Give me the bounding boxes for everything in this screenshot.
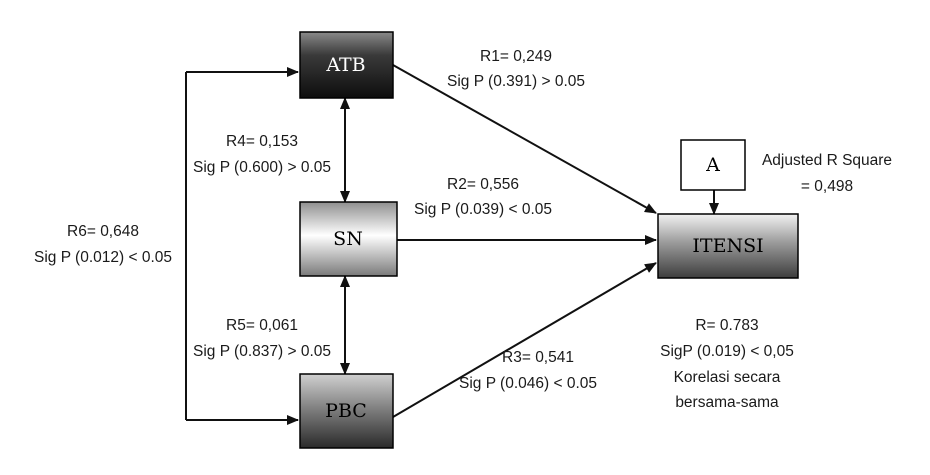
adjusted-r-square-value: = 0,498	[801, 178, 853, 195]
overall-note-line2: bersama-sama	[675, 394, 779, 411]
r6-sig-label: Sig P (0.012) < 0.05	[34, 249, 172, 266]
r5-coef-label: R5= 0,061	[226, 317, 298, 334]
node-a-label: A	[705, 154, 720, 176]
overall-sig-label: SigP (0.019) < 0,05	[660, 343, 794, 360]
r3-coef-label: R3= 0,541	[502, 349, 574, 366]
node-pbc: PBC	[299, 373, 394, 449]
adjusted-r-square-label: Adjusted R Square	[762, 152, 892, 169]
r5-sig-label: Sig P (0.837) > 0.05	[193, 343, 331, 360]
r4-coef-label: R4= 0,153	[226, 133, 298, 150]
node-atb-label: ATB	[325, 54, 365, 76]
r6-coef-label: R6= 0,648	[67, 223, 139, 240]
r3-sig-label: Sig P (0.046) < 0.05	[459, 375, 597, 392]
r2-sig-label: Sig P (0.039) < 0.05	[414, 201, 552, 218]
r1-coef-label: R1= 0,249	[480, 48, 552, 65]
r1-sig-label: Sig P (0.391) > 0.05	[447, 73, 585, 90]
overall-note-line1: Korelasi secara	[674, 369, 781, 386]
node-itensi-label: ITENSI	[692, 235, 763, 257]
r2-coef-label: R2= 0,556	[447, 176, 519, 193]
r4-sig-label: Sig P (0.600) > 0.05	[193, 159, 331, 176]
node-pbc-label: PBC	[325, 400, 367, 422]
node-sn-label: SN	[333, 228, 363, 250]
r3-arrow	[392, 262, 657, 418]
node-a: A	[680, 139, 746, 191]
r1-arrow	[392, 64, 657, 214]
node-atb: ATB	[299, 31, 394, 99]
overall-r-label: R= 0.783	[695, 317, 758, 334]
node-itensi: ITENSI	[657, 213, 799, 279]
node-sn: SN	[299, 201, 398, 277]
